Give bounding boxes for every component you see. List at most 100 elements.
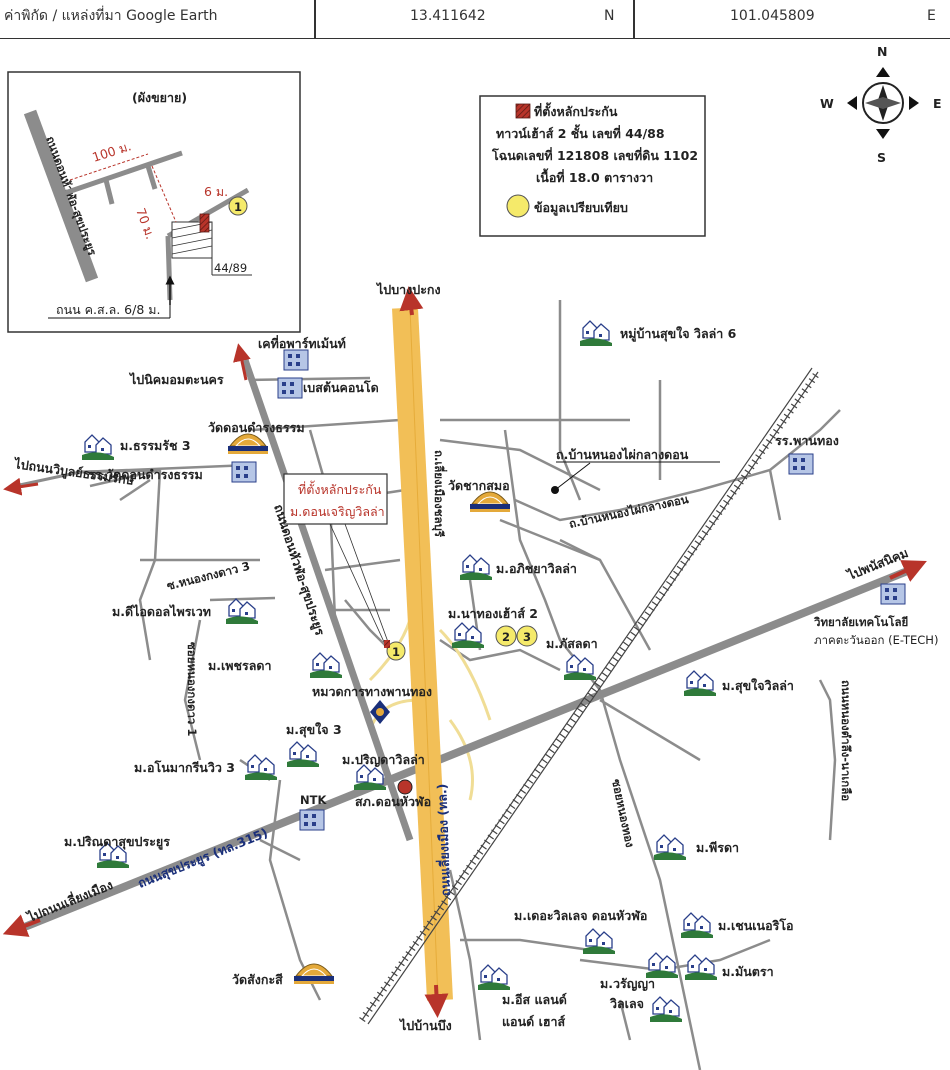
house-icon — [225, 598, 259, 625]
label-m-waranya2: วิลเลจ — [609, 996, 644, 1011]
label-best-condo: เบสต้นคอนโด — [303, 380, 379, 395]
legend-line4: เนื้อที่ 18.0 ตารางวา — [536, 168, 653, 185]
comparison-marker-2 — [495, 625, 517, 647]
label-police: สภ.ดอนหัวฬ่อ — [355, 794, 431, 809]
legend-line1: ที่ตั้งหลักประกัน — [534, 102, 618, 119]
legend-line5: ข้อมูลเปรียบเทียบ — [534, 200, 628, 216]
label-m-phetlada: ม.เพชรลดา — [208, 658, 272, 673]
label-m-sukjai-villa: ม.สุขใจวิลล่า — [722, 678, 794, 694]
compass-n: N — [877, 44, 887, 59]
comparison-marker-1 — [386, 641, 406, 661]
house-icon — [653, 834, 687, 861]
ntk-building-icon — [299, 809, 325, 831]
coordinate-bar: ค่าพิกัด / แหล่งที่มา Google Earth 13.41… — [0, 0, 950, 39]
latitude-dir: N — [604, 8, 615, 24]
label-road-nongkaew: ถนนหนองตำลึง-นาเกลือ — [839, 680, 853, 801]
label-school-panthong: รร.พานทอง — [775, 433, 839, 448]
house-icon — [286, 741, 320, 768]
house-icon — [680, 912, 714, 939]
collateral-swatch — [515, 103, 531, 119]
house-icon — [645, 952, 679, 979]
label-road-main-lower: ถนนเลี่ยงเมือง (ทล.) — [433, 783, 453, 896]
house-icon — [684, 954, 718, 981]
comparison-marker-1 — [228, 196, 248, 216]
label-m-nathong: ม.นาทองเฮ้าส์ 2 — [448, 606, 538, 621]
house-icon — [477, 964, 511, 991]
compass-s: S — [877, 150, 886, 165]
divider — [314, 0, 316, 38]
label-m-thammaratch: ม.ธรรมรัช 3 — [120, 438, 191, 453]
house-icon — [353, 764, 387, 791]
collateral-location-marker — [384, 640, 390, 648]
arrow-to-panat — [889, 560, 927, 582]
arrow-to-liang-mueang — [2, 914, 41, 937]
label-soi-nong-thong: ซอยหนองทอง — [609, 778, 637, 849]
school-icon — [788, 453, 814, 475]
label-soi-nong-kai-3: ซ.หนองกงดาว 3 — [165, 559, 251, 593]
police-station-icon — [397, 779, 413, 795]
longitude-value: 101.045809 — [730, 8, 815, 24]
inset-title: (ผังขยาย) — [132, 90, 187, 105]
label-m-parinda: ม.ปริญดาวิลล่า — [342, 752, 425, 767]
coordinate-label: ค่าพิกัด / แหล่งที่มา Google Earth — [4, 8, 218, 24]
location-map: (ผังขยาย) ถนนดอนหัวฬ่อ-สุขประยูร 100 ม. … — [2, 44, 942, 1070]
label-m-waranya1: ม.วรัญญา — [600, 976, 655, 991]
road-don-hua-lo — [241, 358, 414, 842]
inset-collateral-plot — [199, 213, 210, 233]
college-building-icon — [880, 583, 906, 605]
compass-w: W — [820, 96, 834, 111]
label-m-pirada: ม.พีรดา — [696, 840, 739, 855]
arrow-to-bang-pakong — [399, 286, 424, 316]
divider — [633, 0, 635, 38]
label-m-parinda-sp: ม.ปริณดาสุขประยูร — [64, 834, 170, 850]
inset-side-road — [145, 165, 158, 190]
label-soi-nong-kai-1: ซอยหนองกงดาว 1 — [185, 642, 199, 736]
highway-dept-emblem-icon — [370, 700, 390, 724]
compass-e: E — [933, 96, 942, 111]
label-moo-sukjai6: หมู่บ้านสุขใจ วิลล่า 6 — [620, 326, 737, 342]
house-icon — [579, 320, 613, 347]
south-arrow-icon — [876, 129, 890, 139]
house-icon — [451, 622, 485, 649]
school-icon — [231, 461, 257, 483]
comparison-marker-3 — [516, 625, 538, 647]
label-ntk: NTK — [300, 793, 327, 807]
label-leader — [554, 462, 591, 491]
house-icon — [582, 928, 616, 955]
west-arrow-icon — [847, 96, 857, 110]
callout-line1: ที่ตั้งหลักประกัน — [298, 480, 382, 497]
callout-line2: ม.ดอนเจริญวิลล่า — [290, 504, 385, 519]
house-icon — [649, 996, 683, 1023]
arrow-to-wiboon — [3, 477, 39, 496]
label-to-bang-pakong: ไปบางปะกง — [375, 282, 441, 297]
callout-leader — [329, 523, 385, 643]
label-to-liang-mueang: ไปถนนเลี่ยงเมือง — [23, 876, 115, 925]
temple-icon — [293, 963, 335, 985]
inset-frame — [7, 71, 301, 333]
label-m-sukjai3: ม.สุขใจ 3 — [286, 722, 342, 738]
road-bypass-highway — [392, 307, 453, 1001]
label-wat-don-damrong: วัดดอนดำรงธรรม — [208, 420, 305, 435]
house-icon — [563, 654, 597, 681]
label-m-mantra: ม.มันตรา — [722, 964, 774, 979]
callout-leader — [344, 523, 389, 643]
label-m-aphichaya: ม.อภิชยาวิลล่า — [496, 561, 577, 576]
label-wat-chak-samo: วัดชากสมอ — [448, 478, 510, 493]
apartment-building-icon — [283, 349, 309, 371]
label-m-anomak: ม.อโนมากรีนวิว 3 — [134, 760, 235, 775]
dimension-line — [151, 165, 177, 223]
house-icon — [81, 434, 115, 461]
marker-number: 3 — [523, 630, 531, 644]
compass-rose — [847, 67, 919, 139]
label-road-nong-phai-callout: ถ.บ้านหนองไผ่กลางดอน — [556, 447, 689, 462]
temple-icon — [227, 433, 269, 455]
inset-main-road — [23, 109, 99, 283]
temple-icon — [469, 491, 511, 513]
house-icon — [459, 554, 493, 581]
label-keethi: เคที่อพาร์ทเม้นท์ — [258, 335, 346, 351]
house-icon — [683, 670, 717, 697]
label-m-dinodol: ม.ดีไอดอลไพรเวท — [112, 604, 211, 619]
inset-bottom-road: ถนน ค.ส.ล. 6/8 ม. — [56, 302, 160, 317]
label-m-shainer: ม.เชนเนอริโอ — [718, 918, 794, 933]
label-m-phatlada: ม.ภัสลดา — [546, 636, 598, 651]
